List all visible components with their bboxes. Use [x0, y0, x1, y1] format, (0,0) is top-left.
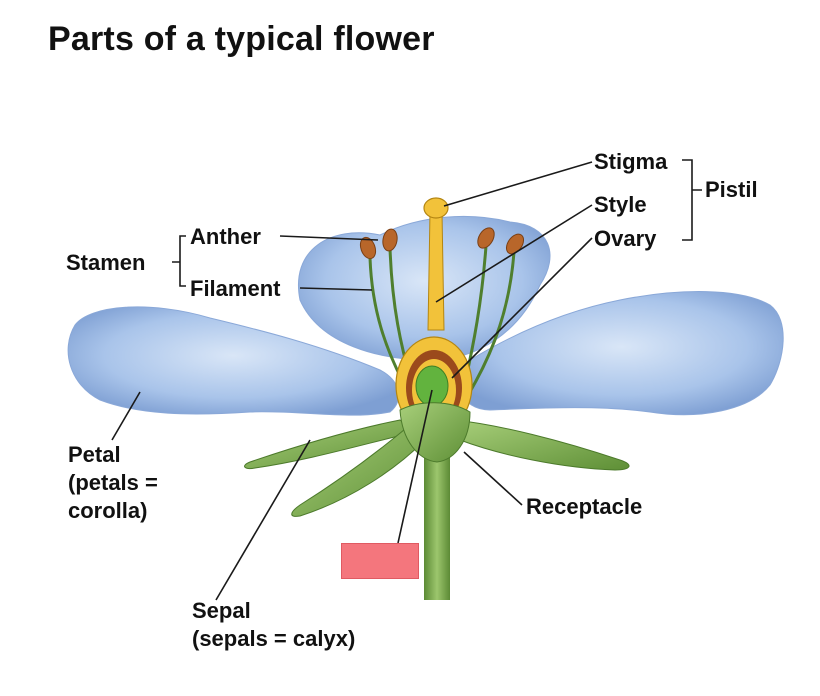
masked-label-box[interactable] [341, 543, 419, 579]
label-filament: Filament [190, 276, 281, 301]
sepal-right [454, 419, 630, 471]
sepal-left-front [244, 419, 417, 469]
label-style: Style [594, 192, 647, 217]
label-stamen: Stamen [66, 250, 145, 275]
stem [424, 440, 450, 600]
label-anther: Anther [190, 224, 261, 249]
page-title: Parts of a typical flower [48, 20, 435, 58]
label-petal-1: Petal [68, 442, 121, 467]
label-petal-3: corolla) [68, 498, 147, 523]
anthers [359, 227, 525, 260]
petal-left [67, 306, 400, 416]
sepal-left-lower [291, 424, 426, 517]
label-sepal-1: Sepal [192, 598, 251, 623]
style [427, 211, 445, 331]
receptacle [399, 402, 471, 463]
petal-right [459, 291, 784, 416]
label-sepal-2: (sepals = calyx) [192, 626, 355, 651]
label-petal-2: (petals = [68, 470, 158, 495]
label-stigma: Stigma [594, 149, 668, 174]
stigma [423, 197, 449, 219]
label-ovary: Ovary [594, 226, 657, 251]
label-pistil: Pistil [705, 177, 758, 202]
leader-lines [111, 159, 702, 601]
ovule [415, 365, 449, 407]
label-receptacle: Receptacle [526, 494, 642, 519]
